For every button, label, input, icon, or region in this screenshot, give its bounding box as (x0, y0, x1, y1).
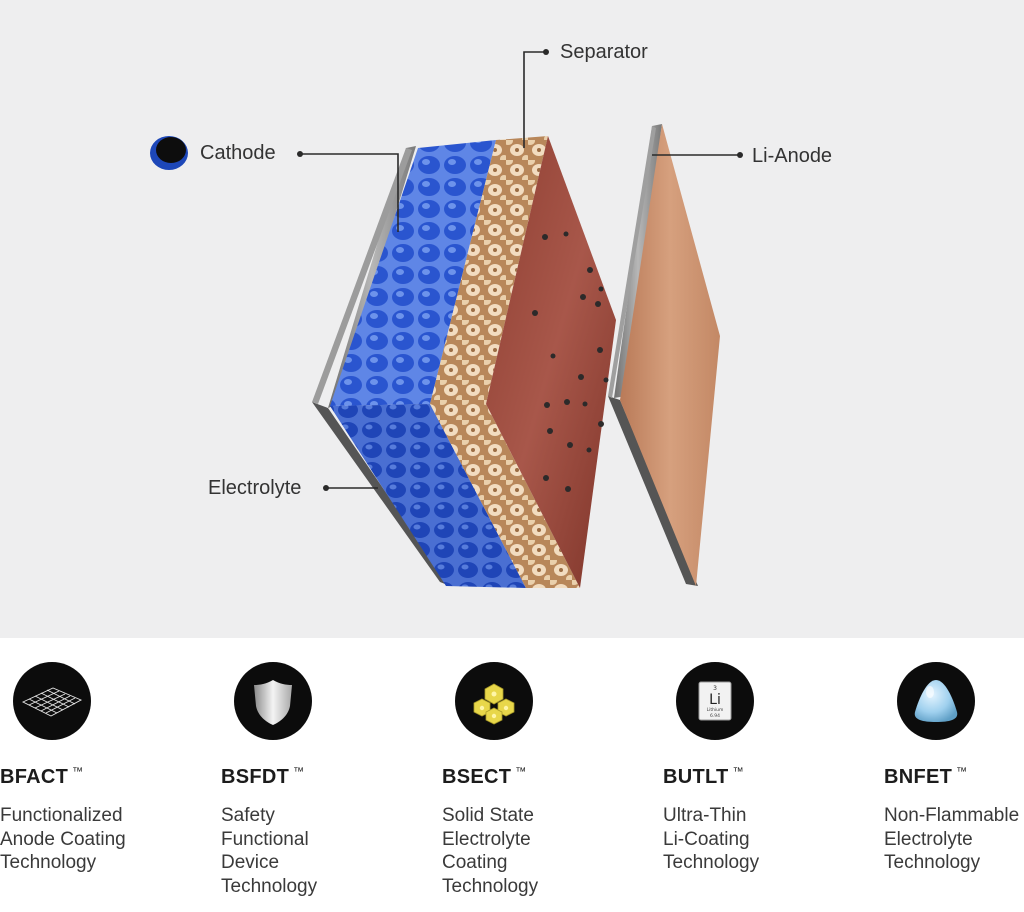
technology-description: Solid State Electrolyte Coating Technolo… (442, 805, 539, 897)
crystal-lattice-icon (455, 662, 533, 740)
cathode-label: Cathode (200, 142, 276, 164)
svg-text:3: 3 (713, 685, 717, 692)
battery-cell-diagram: Separator Cathode Li-Anode Electrolyte (0, 0, 1024, 638)
li-anode-label: Li-Anode (752, 145, 833, 167)
electrolyte-layer (486, 136, 616, 588)
separator-layer (430, 136, 548, 404)
callout-lines (300, 51, 740, 489)
svg-text:Lithium: Lithium (707, 707, 724, 713)
technology-description: Non-Flammable Electrolyte Technology (884, 805, 1020, 873)
battery-layers-illustration (150, 49, 743, 588)
separator-layer-front (430, 404, 580, 588)
electrolyte-particles (532, 231, 609, 492)
cathode-layer (330, 140, 496, 406)
shield-icon (234, 662, 312, 740)
anode-foil (614, 124, 662, 398)
cathode-layer-front (330, 404, 526, 588)
separator-label: Separator (560, 41, 648, 63)
lithium-element-icon: 3 Li Lithium 6.94 (676, 662, 754, 740)
technology-description: Ultra-Thin Li-Coating Technology (663, 805, 760, 873)
anode-foil-bottom (608, 396, 698, 586)
liquid-drop-icon (897, 662, 975, 740)
cathode-foil (328, 146, 416, 408)
svg-text:6.94: 6.94 (710, 713, 720, 719)
grid-mesh-icon (13, 662, 91, 740)
li-anode-layer (620, 124, 720, 586)
cathode-foil-bottom (312, 402, 450, 586)
cathode-sphere-icon (150, 136, 188, 170)
electrolyte-label: Electrolyte (208, 477, 302, 499)
technology-description: Functionalized Anode Coating Technology (0, 805, 126, 873)
technology-description: Safety Functional Device Technology (221, 805, 318, 897)
svg-text:Li: Li (709, 692, 721, 708)
